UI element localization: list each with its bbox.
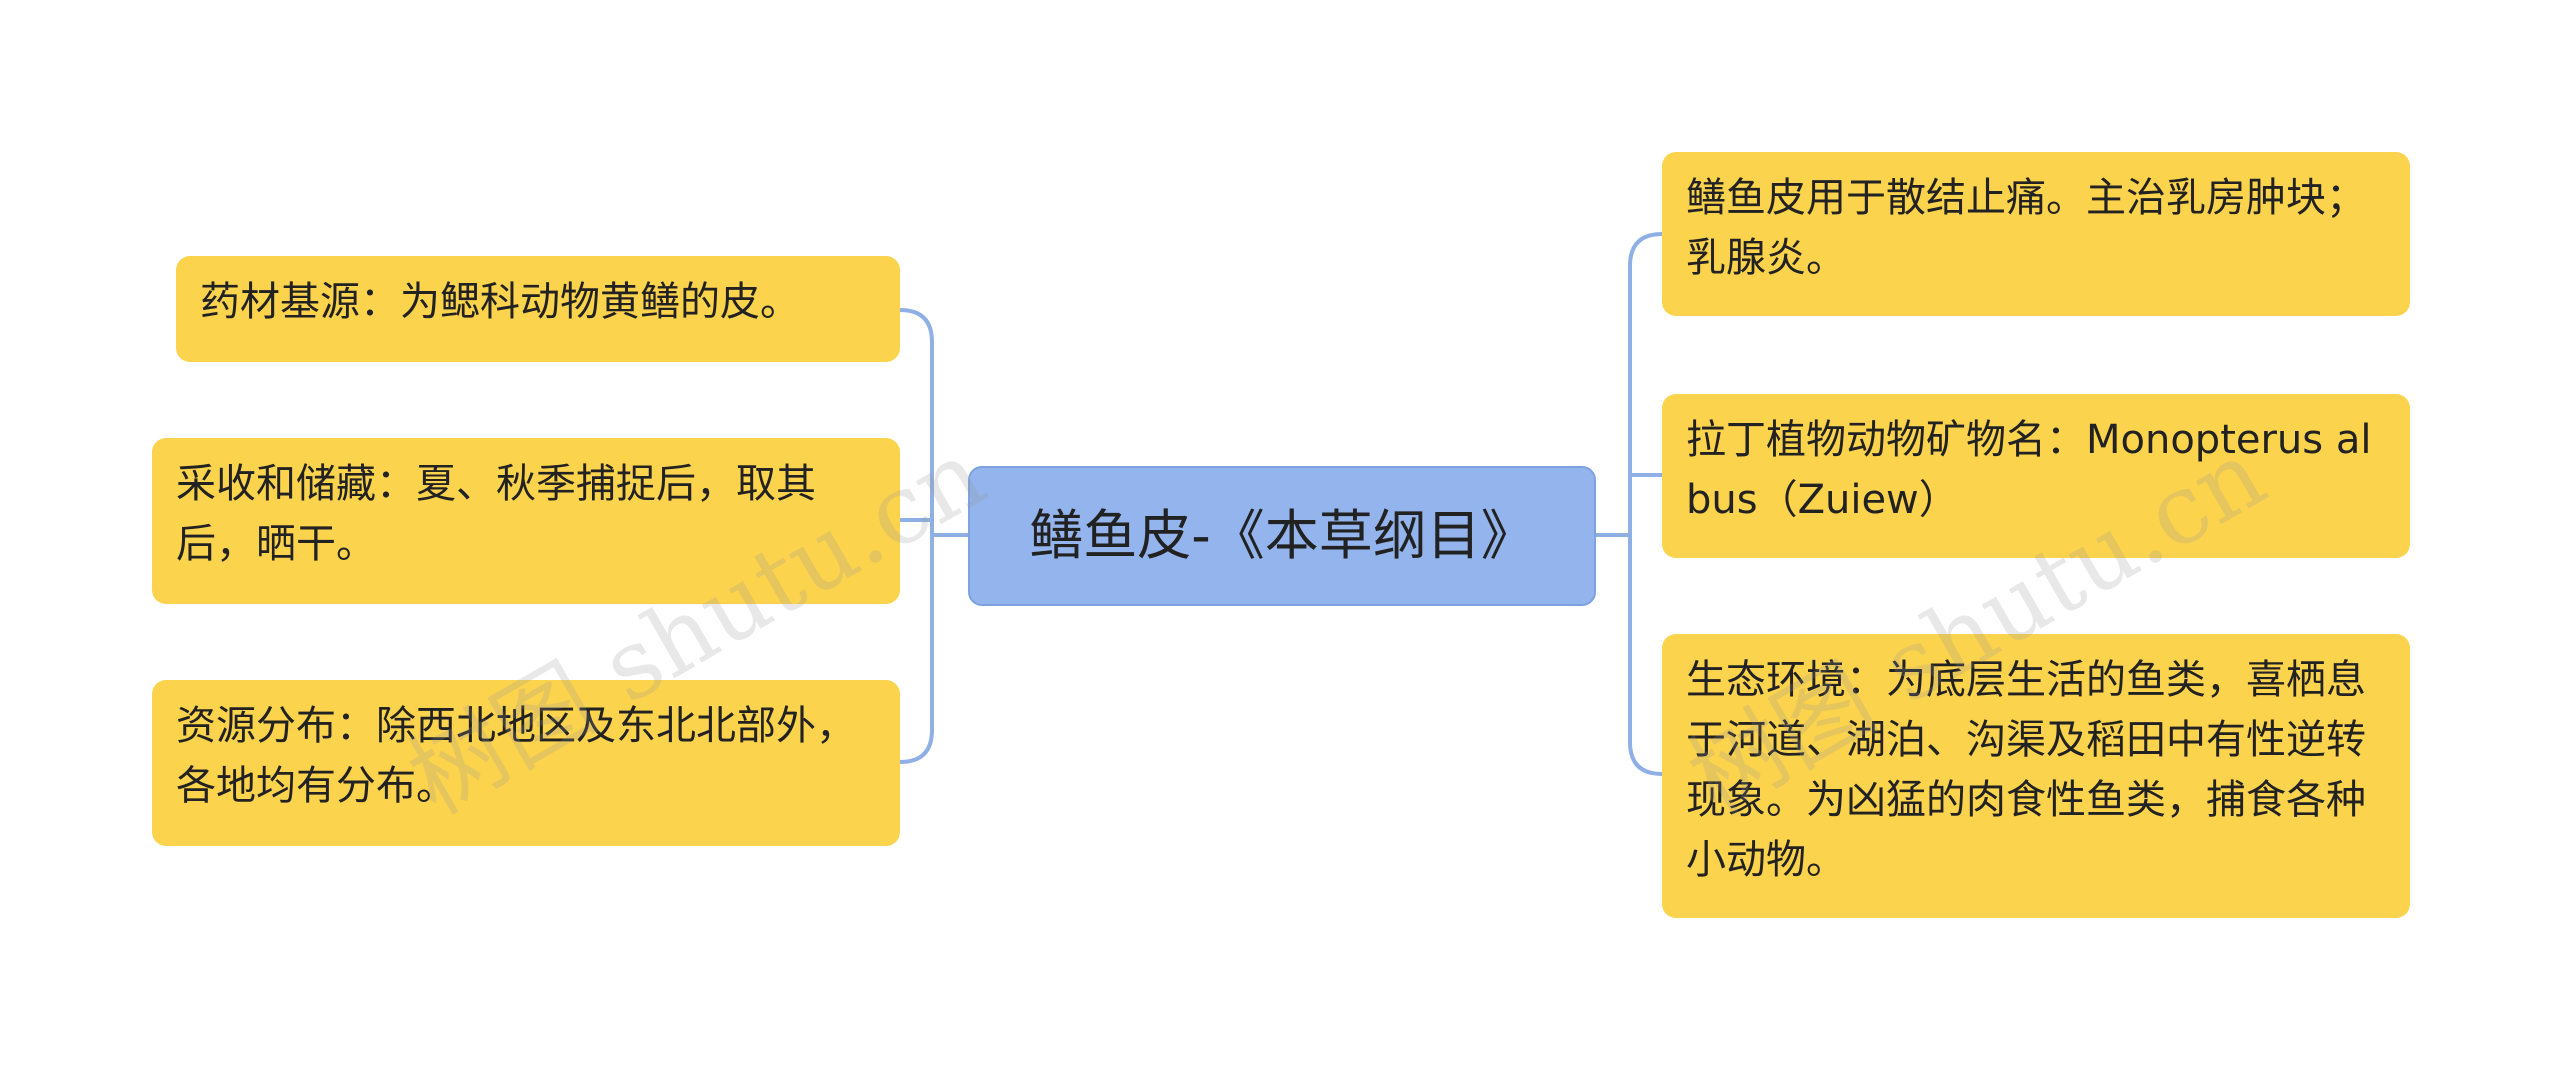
connector-right-trunk [1628, 232, 1664, 776]
right-node-habitat[interactable]: 生态环境：为底层生活的鱼类，喜栖息于河道、湖泊、沟渠及稻田中有性逆转现象。为凶猛… [1662, 634, 2410, 918]
root-node[interactable]: 鳝鱼皮-《本草纲目》 [968, 466, 1596, 606]
right-node-latin-name[interactable]: 拉丁植物动物矿物名：Monopterus albus（Zuiew） [1662, 394, 2410, 558]
left-node-source[interactable]: 药材基源：为鳃科动物黄鳝的皮。 [176, 256, 900, 362]
left-node-harvest[interactable]: 采收和储藏：夏、秋季捕捉后，取其后，晒干。 [152, 438, 900, 604]
right-node-usage[interactable]: 鳝鱼皮用于散结止痛。主治乳房肿块；乳腺炎。 [1662, 152, 2410, 316]
connector-left-trunk [898, 308, 934, 764]
left-node-distribution[interactable]: 资源分布：除西北地区及东北北部外，各地均有分布。 [152, 680, 900, 846]
